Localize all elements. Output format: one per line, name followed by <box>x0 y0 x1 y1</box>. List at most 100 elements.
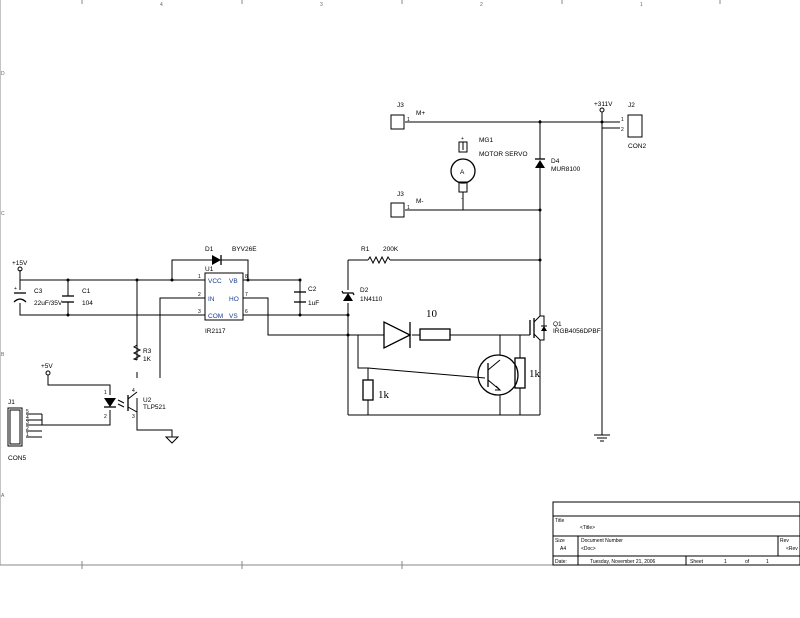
u2-value: TLP521 <box>143 404 166 411</box>
title-block: Title <Title> Size A4 Document Number <D… <box>552 501 800 566</box>
j1-pin2: 2 <box>26 426 29 432</box>
zone-left-b: B <box>1 352 5 358</box>
j2-pin1: 1 <box>621 117 624 123</box>
j1-value: CON5 <box>8 455 26 462</box>
motor-mg1: A + - MG1 MOTOR SERVO <box>450 136 528 202</box>
wires <box>19 112 620 438</box>
motor-pin-minus: - <box>461 196 463 202</box>
r1-value: 200K <box>383 246 399 253</box>
docnum-value: <Doc> <box>581 546 596 552</box>
optocoupler-u2: 1 2 3 4 U2 TLP521 <box>104 388 166 420</box>
diode-d4: D4 MUR8100 <box>535 155 581 173</box>
size-value: A4 <box>560 546 566 552</box>
of-label: of <box>745 559 750 565</box>
vcc-311v-symbol: +311V <box>594 101 613 113</box>
j2-pin2: 2 <box>621 127 624 133</box>
c3-ref: C3 <box>34 288 43 295</box>
emitter-resistor-value: 1k <box>529 368 541 380</box>
connector-j1: J1 5 4 3 2 1 CON5 <box>7 399 29 462</box>
connector-j3-mplus: J3 M+ 1 <box>390 102 425 130</box>
d2-ref: D2 <box>360 287 369 294</box>
zone-left-c: C <box>1 211 5 217</box>
u1-pinnum-ho: 7 <box>245 292 248 298</box>
j1-pin4: 4 <box>26 415 29 421</box>
vcc-15v-symbol: +15V <box>12 260 28 272</box>
u1-value: IR2117 <box>205 328 226 335</box>
vcc-311v-label: +311V <box>594 101 613 108</box>
c2-ref: C2 <box>308 286 317 293</box>
mg1-value: MOTOR SERVO <box>479 151 528 158</box>
u1-pin-in: IN <box>208 296 215 303</box>
c2-value: 1uF <box>308 300 319 307</box>
igbt-q1: Q1 IRGB4056DPBF <box>529 312 601 341</box>
d4-value: MUR8100 <box>551 166 581 173</box>
sheet-total: 1 <box>766 559 769 565</box>
u1-pin-com: COM <box>208 313 223 320</box>
zone-top-3: 3 <box>320 2 323 8</box>
handdrawn-diode <box>383 320 412 350</box>
j2-ref: J2 <box>628 102 635 109</box>
zone-top-4: 4 <box>160 2 163 8</box>
date-value: Tuesday, November 21, 2006 <box>590 559 656 565</box>
zener-d2: D2 1N4110 <box>341 287 383 303</box>
u1-pin-ho: HO <box>229 296 239 303</box>
u1-pin-vcc: VCC <box>208 278 222 285</box>
mg1-ref: MG1 <box>479 137 493 144</box>
date-label: Date: <box>555 559 567 565</box>
resistor-r1: R1 200K <box>361 246 399 265</box>
handdrawn-resistor-base: 1k <box>362 379 390 401</box>
sheet-label: Sheet <box>690 559 704 565</box>
gate-resistor-value: 10 <box>426 308 438 320</box>
u1-pinnum-vb: 8 <box>245 274 248 280</box>
j1-pin5: 5 <box>26 409 29 415</box>
title-label: Title <box>555 518 564 524</box>
diode-d1: D1 BYV26E <box>205 246 257 265</box>
d1-ref: D1 <box>205 246 214 253</box>
u2-pin1: 1 <box>104 390 107 396</box>
j1-pin1: 1 <box>26 432 29 438</box>
u2-pin3: 3 <box>132 414 135 420</box>
handdrawn-resistor-emitter: 1k <box>514 357 541 389</box>
connector-j2: J2 1 2 CON2 <box>621 102 646 150</box>
svg-text:+: + <box>14 286 17 292</box>
zone-top-1: 1 <box>640 2 643 8</box>
zone-left-d: D <box>1 71 5 77</box>
j1-ref: J1 <box>8 399 15 406</box>
u1-pinnum-com: 3 <box>198 309 201 315</box>
j3b-net: M- <box>416 198 424 205</box>
motor-pin-plus: + <box>461 136 464 142</box>
d2-value: 1N4110 <box>360 296 383 303</box>
r3-ref: R3 <box>143 348 152 355</box>
title-value: <Title> <box>580 525 595 531</box>
d4-ref: D4 <box>551 158 560 165</box>
size-label: Size <box>555 538 565 544</box>
u1-pinnum-vs: 6 <box>245 309 248 315</box>
d1-value: BYV26E <box>232 246 257 253</box>
capacitor-c3: + C3 22uF/35V <box>13 286 63 307</box>
u1-pin-vs: VS <box>229 313 238 320</box>
resistor-r3: R3 1K <box>132 344 152 363</box>
connector-j3-mminus: J3 M- 1 <box>390 191 424 218</box>
u2-pin2: 2 <box>104 414 107 420</box>
q1-value: IRGB4056DPBF <box>553 328 601 335</box>
ic-u1-ir2117: U1 VCC VB IN HO COM VS 1 8 2 7 3 6 IR211… <box>198 266 248 335</box>
vcc-5v-symbol: +5V <box>41 363 53 376</box>
u1-ref: U1 <box>205 266 214 273</box>
j3a-ref: J3 <box>397 102 404 109</box>
u1-pin-vb: VB <box>229 278 238 285</box>
u1-pinnum-in: 2 <box>198 292 201 298</box>
zone-left-a: A <box>1 493 5 499</box>
handdrawn-resistor-gate: 10 <box>419 308 451 341</box>
j3a-net: M+ <box>416 110 425 117</box>
u2-ref: U2 <box>143 397 152 404</box>
junctions <box>66 120 604 337</box>
j3b-pin: 1 <box>407 205 410 211</box>
sheet-number: 1 <box>724 559 727 565</box>
handdrawn-transistor <box>477 354 519 396</box>
q1-ref: Q1 <box>553 321 562 328</box>
u2-pin4: 4 <box>132 388 135 394</box>
ground-symbol-right <box>594 434 610 442</box>
docnum-label: Document Number <box>581 538 623 544</box>
rev-value: <Rev <box>786 546 798 552</box>
